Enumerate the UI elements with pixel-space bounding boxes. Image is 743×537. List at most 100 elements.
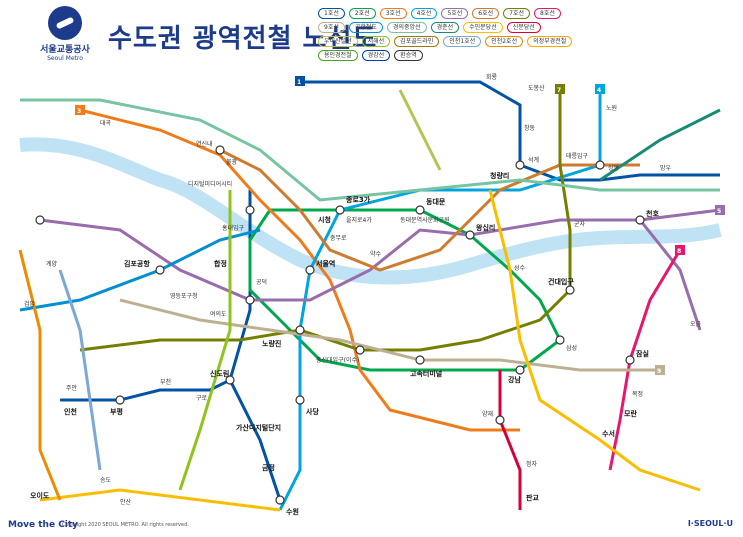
line-badge [295,76,305,86]
station-marker [215,145,225,155]
legend-seohae: 서해선 [361,36,391,47]
station-label: 인천 [64,407,77,416]
station-label: 합정 [214,259,227,268]
station-label: 부천 [160,378,171,386]
line-5-branch [638,219,702,331]
station-label: 청량리 [490,171,509,180]
station-marker [415,355,425,365]
station-marker [225,375,235,385]
station-label: 회룡 [486,73,498,81]
station-label: 건대입구 [548,277,574,286]
logo-icon [48,6,82,40]
station-label: 군자 [574,220,586,228]
station-marker [515,160,525,170]
station-label: 모란 [624,409,637,418]
line-badge [675,245,685,255]
incheon-line-2 [18,249,62,501]
station-label: 동대문역사문화공원 [400,216,450,224]
line-badge [75,105,85,115]
legend-gimpo-gold: 김포골드라인 [394,36,440,47]
station-label: 검암 [24,300,36,308]
station-label: 종로3가 [346,195,371,204]
legend-incheon-1: 인천1호선 [443,36,482,47]
station-marker [355,345,365,355]
station-label: 주안 [66,384,78,392]
station-marker [35,215,45,225]
line-badge [715,205,725,215]
station-marker [495,415,505,425]
station-label: 오이도 [30,491,50,500]
station-label: 약수 [370,250,382,258]
station-labels: 회룡 도봉산 창동 노원 상봉 망우 청량리 석계 태릉입구 연신내 불광 대곡… [24,73,702,516]
station-label: 천호 [646,209,659,218]
ui-sinseol-line [398,89,442,171]
station-label: 금정 [262,463,275,472]
station-marker [275,495,285,505]
station-label: 동대문 [426,197,446,206]
gyeongui-jungang-line [20,98,720,202]
station-label: 수원 [286,507,299,516]
line-badge [555,84,565,94]
station-label: 홍대입구 [222,224,245,232]
station-label: 영등포구청 [170,292,198,300]
legend-line-7: 7호선 [503,8,531,19]
legend-line-6: 6호선 [472,8,500,19]
station-label: 김포공항 [124,259,150,268]
line-1-north [300,80,720,182]
line-badge [595,84,605,94]
station-marker [415,205,425,215]
legend-line-1: 1호선 [318,8,345,19]
station-marker [635,215,645,225]
line-badge-number: 1 [297,79,301,86]
station-label: 연신내 [196,140,213,148]
station-label: 송도 [100,476,112,484]
station-label: 오금 [690,321,702,328]
line-9 [119,298,660,372]
line-badge-number: 5 [717,208,721,215]
station-label: 양재 [482,410,493,418]
station-label: 잠실 [636,349,649,358]
station-label: 구로 [196,395,208,402]
legend-yongin: 용인경전철 [318,50,358,61]
station-label: 디지털미디어시티 [188,180,232,188]
transfer-stations [35,145,645,505]
station-marker [305,265,315,275]
station-marker [335,205,345,215]
station-marker [155,265,165,275]
station-label: 석계 [528,156,539,164]
gyeongchun-line [599,108,721,182]
footer-slogan: Move the City [8,520,79,530]
station-label: 시청 [318,215,331,224]
incheon-line-1 [58,269,102,471]
station-marker [595,160,605,170]
station-label: 여의도 [210,310,227,318]
han-river [19,137,722,285]
station-label: 상봉 [608,164,620,172]
seoul-metro-logo: 서울교통공사 Seoul Metro [30,6,100,66]
station-marker [245,205,255,215]
line-badge [655,365,665,375]
seohae-line [178,190,232,491]
station-label: 망우 [660,164,672,172]
station-label: 수서 [602,429,615,438]
line-1-suwon [228,379,282,501]
station-label: 부평 [110,407,123,416]
line-badge-number: 7 [557,87,561,94]
line-badges: 1 4 7 5 3 8 9 [75,76,725,375]
station-label: 을지로4가 [346,216,372,224]
station-label: 강남 [508,375,521,384]
line-3 [79,108,520,432]
legend-airport: 공항철도 [348,22,383,33]
legend-incheon-2: 인천2호선 [485,36,524,47]
suin-bundang-line [488,189,701,492]
legend-ui-sinseol: 우이신설선 [318,36,358,47]
legend-line-4: 4호선 [410,8,438,19]
station-marker [515,365,525,375]
station-label: 삼성 [566,344,577,352]
station-label: 창동 [524,124,536,132]
station-label: 정자 [526,460,538,468]
station-label: 가산디지털단지 [236,423,281,432]
line-badge-number: 3 [77,108,81,115]
station-label: 대곡 [100,119,112,127]
footer-brand: I·SEOUL·U [687,519,733,528]
